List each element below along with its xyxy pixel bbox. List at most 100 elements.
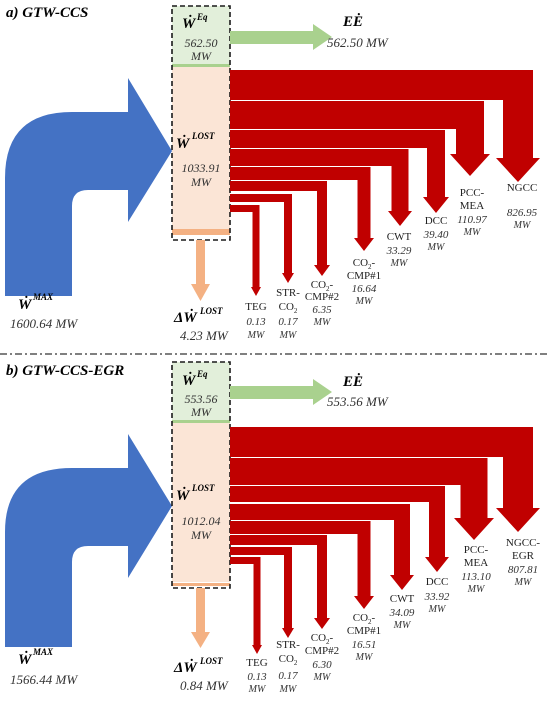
panel-b-label-pcc: PCC- MEA 113.10 MW xyxy=(461,544,491,595)
panel-a-delta-symbol: ΔẆ LOST xyxy=(173,306,223,326)
panel-b-dcc-unit: MW xyxy=(428,604,447,615)
panel-a-ee-label: EĖ xyxy=(342,13,363,30)
panel-a-pcc-l1: PCC- xyxy=(460,187,485,199)
panel-a-label-pcc: PCC- MEA 110.97 MW xyxy=(457,187,487,238)
panel-a-dcc-unit: MW xyxy=(427,242,446,253)
panel-b-cmp1-l1: CO2- xyxy=(353,612,376,626)
panel-b-cmp1-l2: CMP#1 xyxy=(347,625,381,637)
panel-b-str-value: 0.17 xyxy=(278,670,298,682)
panel-b-str-unit: MW xyxy=(279,684,298,695)
panel-a-lost-box xyxy=(172,66,230,230)
panel-a-w-max-symbol: Ẇ MAX xyxy=(18,292,54,313)
panel-b-str-l2: CO2 xyxy=(279,653,298,667)
panel-a-ngcc-unit: MW xyxy=(513,220,532,231)
panel-a-pcc-l2: MEA xyxy=(460,200,485,212)
panel-a-w-max-w: Ẇ xyxy=(18,295,33,313)
panel-a-delta-arrow xyxy=(191,240,210,301)
panel-a-cmp1-l2: CMP#1 xyxy=(347,270,381,282)
panel-a-cmp1-l1: CO2- xyxy=(353,257,376,271)
panel-b-delta-w: ΔẆ xyxy=(173,658,198,676)
panel-b-w-max-value: 1566.44 MW xyxy=(10,672,78,687)
panel-b-ngcc-value: 807.81 xyxy=(508,564,538,576)
panel-a-w-eq-w: Ẇ xyxy=(182,14,197,32)
panel-b-ngcc-unit: MW xyxy=(514,577,533,588)
panel-a-w-eq-value: 562.50 xyxy=(185,36,218,50)
panel-b-cmp2-dash: - xyxy=(330,632,334,644)
panel-a-w-max-value: 1600.64 MW xyxy=(10,316,78,331)
panel-a-dcc-value: 39.40 xyxy=(423,229,449,241)
panel-b-w-lost-value: 1012.04 xyxy=(182,514,221,528)
panel-b-w-eq-unit: MW xyxy=(190,405,212,419)
panel-a-label-cmp2: CO2- CMP#2 6.35 MW xyxy=(305,279,339,328)
panel-b-loss-arrow-cmp1 xyxy=(230,521,374,609)
panel-b-str-l1: STR- xyxy=(276,639,300,651)
panel-b-cmp2-co: CO xyxy=(311,632,326,644)
panel-b-label-ngcc: NGCC- EGR 807.81 MW xyxy=(506,537,541,588)
panel-b-ee-label: EĖ xyxy=(342,373,363,390)
panel-a-cmp1-dash: - xyxy=(372,257,376,269)
panel-a-label-dcc: DCC 39.40 MW xyxy=(423,215,449,253)
panel-b-w-lost-w: Ẇ xyxy=(176,486,191,504)
panel-b-loss-arrow-pcc xyxy=(230,458,494,540)
panel-a-loss-arrow-cmp2 xyxy=(230,181,330,276)
panel-b-pcc-l1: PCC- xyxy=(464,544,489,556)
panel-b-lost-box xyxy=(172,422,230,582)
panel-b-label-cmp1: CO2- CMP#1 16.51 MW xyxy=(347,612,381,663)
panel-a-teg-l1: TEG xyxy=(245,301,266,313)
panel-a-w-eq-symbol: Ẇ Eq xyxy=(182,12,208,32)
panel-b-loss-arrows xyxy=(230,427,540,654)
panel-b-loss-arrow-str xyxy=(230,547,294,638)
panel-a-eq-divider xyxy=(172,64,230,67)
panel-b-cmp2-value: 6.30 xyxy=(312,659,332,671)
panel-a-eq-box xyxy=(172,6,230,66)
panel-a-cmp2-co: CO xyxy=(311,279,326,291)
panel-a-delta-value: 4.23 MW xyxy=(180,328,229,343)
panel-a-ee-arrow xyxy=(230,24,332,50)
panel-a-str-l1: STR- xyxy=(276,287,300,299)
panel-a-ee-value: 562.50 MW xyxy=(327,35,389,50)
panel-b-delta-arrow xyxy=(191,588,210,648)
panel-a-cwt-value: 33.29 xyxy=(386,245,412,257)
panel-a: a) GTW-CCS Ẇ Eq 562.50 MW EĖ 562.50 MW Ẇ… xyxy=(5,5,540,343)
panel-a-cmp2-dash: - xyxy=(330,279,334,291)
panel-b-label-cmp2: CO2- CMP#2 6.30 MW xyxy=(305,632,339,683)
panel-a-str-unit: MW xyxy=(279,330,298,341)
panel-b-loss-arrow-cwt xyxy=(230,504,414,590)
panel-a-str-co: CO xyxy=(279,301,294,313)
panel-a-str-value: 0.17 xyxy=(278,316,298,328)
panel-b-w-max-arrow xyxy=(5,434,172,647)
panel-a-dcc-l1: DCC xyxy=(425,215,448,227)
panel-a-str-sub: 2 xyxy=(294,307,298,315)
panel-b-labels: NGCC- EGR 807.81 MW PCC- MEA 113.10 MW D… xyxy=(246,537,540,695)
panel-b-cmp2-l2: CMP#2 xyxy=(305,645,339,657)
panel-b-delta-strip xyxy=(172,583,230,586)
panel-b-cmp1-unit: MW xyxy=(355,652,374,663)
panel-a-loss-arrow-cwt xyxy=(230,149,412,226)
panel-b-str-co: CO xyxy=(279,653,294,665)
panel-a-loss-arrow-pcc xyxy=(230,101,490,176)
panel-a-pcc-value: 110.97 xyxy=(457,214,487,226)
panel-b-pcc-l2: MEA xyxy=(464,557,489,569)
panel-b-label-cwt: CWT 34.09 MW xyxy=(389,593,415,631)
panel-b-cwt-value: 34.09 xyxy=(389,607,415,619)
panel-b-cwt-unit: MW xyxy=(393,620,412,631)
panel-b-w-max-w: Ẇ xyxy=(18,650,33,668)
panel-b-w-eq-sup: Eq xyxy=(196,369,208,379)
panel-a-labels: NGCC 826.95 MW PCC- MEA 110.97 MW DCC 39… xyxy=(245,182,537,341)
panel-a-w-eq-unit: MW xyxy=(190,49,212,63)
panel-a-cwt-unit: MW xyxy=(390,258,409,269)
panel-b-ngcc-l1: NGCC- xyxy=(506,537,541,549)
panel-a-w-max-arrow xyxy=(5,78,172,296)
panel-b-loss-arrow-cmp2 xyxy=(230,535,330,629)
panel-b-delta-sup: LOST xyxy=(199,656,223,666)
panel-a-loss-arrow-cmp1 xyxy=(230,167,374,251)
panel-b-w-lost-sup: LOST xyxy=(191,483,215,493)
panel-a-loss-arrow-ngcc xyxy=(230,70,540,182)
panel-b-dcc-value: 33.92 xyxy=(424,591,450,603)
panel-a-cmp1-co: CO xyxy=(353,257,368,269)
panel-b-w-lost-unit: MW xyxy=(190,528,212,542)
panel-b-cmp1-sub: 2 xyxy=(368,618,372,626)
panel-a-cmp2-sub: 2 xyxy=(326,285,330,293)
panel-b-dcc-l1: DCC xyxy=(426,576,449,588)
panel-b-ee-value: 553.56 MW xyxy=(327,394,389,409)
